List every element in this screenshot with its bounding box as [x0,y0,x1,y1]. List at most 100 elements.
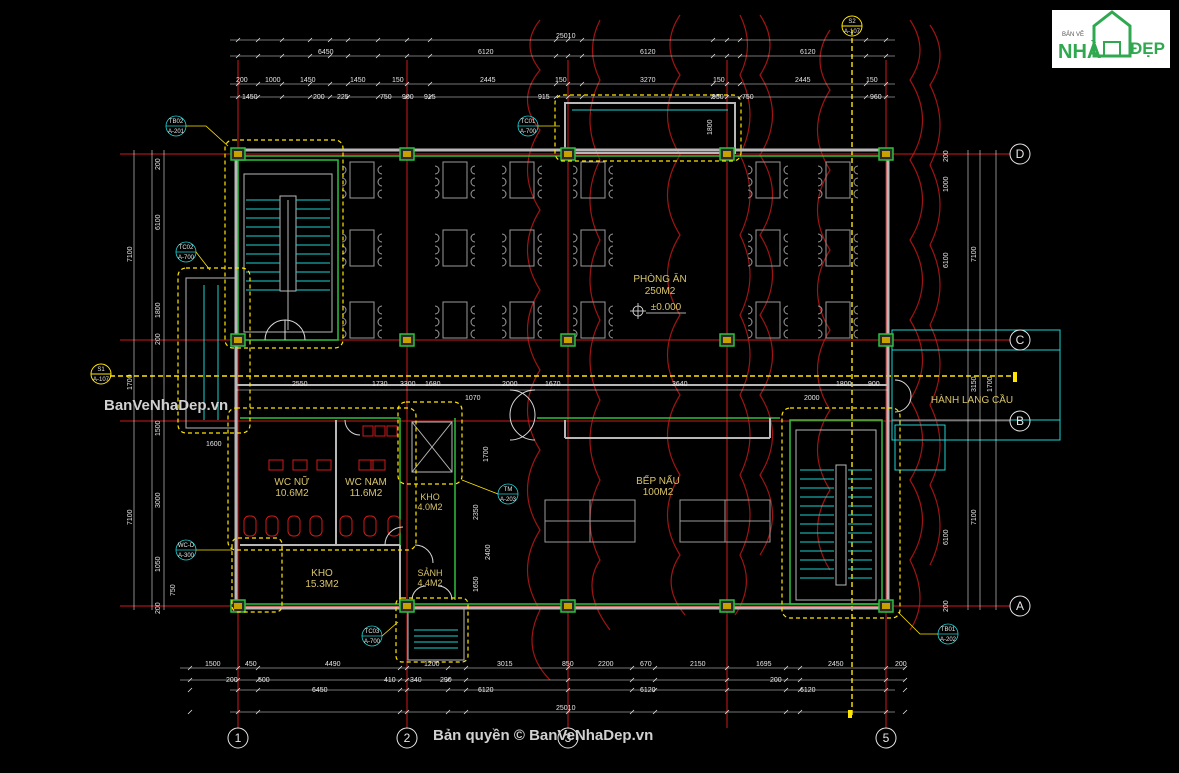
logo-top-text: BẢN VẼ [1062,31,1084,38]
elevator [411,421,453,473]
chair [608,165,614,175]
dim-tick [307,81,313,87]
column-core [564,603,572,609]
tag-tm-id: TM [504,487,513,493]
dim-tick [710,94,716,100]
chair [853,317,859,327]
dim-right-u-1: 6100 [943,252,950,268]
section-s1-id: S1 [97,367,105,373]
dim-tick [427,37,433,43]
dim-tick [652,665,658,671]
dim-tick [235,53,241,59]
dining-table [580,161,606,199]
stair-entrance [407,607,465,661]
section-s2-id: S2 [848,19,856,25]
dim-bot-d1-7: 670 [640,661,652,668]
dim-top-d1-10: 150 [866,77,878,84]
kitchen-name: BẾP NẤU [636,474,680,487]
chair [783,189,789,199]
stair-exterior-left [185,277,237,429]
chair [853,305,859,315]
chair [608,305,614,315]
dim-tick [737,81,743,87]
chair [747,177,753,187]
dim-tick [737,37,743,43]
dimension-text-middle: 2550 1730 3300 1680 2000 1670 3640 1800 … [292,381,880,402]
dim-top-d2-7: 950 [712,94,724,101]
structural-columns [230,147,894,613]
dim-bot-d1-4: 3015 [497,661,513,668]
chair [853,189,859,199]
dim-tick [397,665,403,671]
dim-tick [565,94,571,100]
lobby-name: SẢNH [417,567,442,578]
dim-bot-bay-1: 6450 [312,687,328,694]
dim-tick [883,677,889,683]
dim-tick [445,709,451,715]
dining-table [442,229,468,267]
dim-tick [397,687,403,693]
grid-bubble-labels: 1 2 3 5 D C B A [235,147,1025,745]
dining-table [755,301,781,339]
dim-tick [797,709,803,715]
level-marker-icon [630,303,686,319]
tag-wcd-id: WC-D [178,543,195,549]
dim-tick [724,94,730,100]
chair [501,317,507,327]
dimension-ticks [187,37,908,715]
dim-top-d2-8: 750 [742,94,754,101]
dimension-text-right: 1000 6100 200 7100 6100 200 7100 3150 17… [206,119,994,612]
chair [377,189,383,199]
dim-tick [327,94,333,100]
chair [572,305,578,315]
chair [470,245,476,255]
dim-left-u-1: 6100 [155,214,162,230]
dim-tick [553,53,559,59]
dining-table [825,229,851,267]
dim-tick [902,709,908,715]
doors [264,319,912,601]
dim-tick [783,709,789,715]
grid-label-3: 3 [565,731,572,745]
column-core [234,603,242,609]
dim-misc-0: 1070 [465,395,481,402]
dimension-text-bottom: 1500 450 4490 1200 3015 850 2200 670 215… [205,661,907,712]
chair [783,257,789,267]
dim-misc-4: 1650 [473,576,480,592]
toilet [243,515,257,537]
dim-tick [797,687,803,693]
dim-top-d1-2: 1450 [300,77,316,84]
dim-top-d2-4: 900 [402,94,414,101]
section-s2-ref: A-107 [844,29,861,35]
dim-top-bay-4: 6120 [800,49,816,56]
dim-mid-4: 2000 [502,381,518,388]
dim-top-d1-4: 150 [392,77,404,84]
dim-tick [445,665,451,671]
chair [501,329,507,339]
dim-tick [235,665,241,671]
dim-left-u-0: 200 [155,158,162,170]
chair [608,257,614,267]
chair [434,329,440,339]
dim-left-u-4: 1700 [127,374,134,390]
toilet [339,515,353,537]
dim-tick [724,81,730,87]
chair [608,245,614,255]
dining-table [580,301,606,339]
dim-tick [863,37,869,43]
dining-table [442,161,468,199]
chair [853,245,859,255]
dim-right-l-0: 6100 [943,529,950,545]
dim-right-l-1: 200 [943,600,950,612]
dim-bot-d1-2: 4490 [325,661,341,668]
chair [783,329,789,339]
dim-tick [404,53,410,59]
dim-tick [883,37,889,43]
column-core [403,603,411,609]
dim-tick [255,709,261,715]
dim-tick [797,677,803,683]
dim-tick [463,665,469,671]
dim-mid-6: 3640 [672,381,688,388]
dim-top-d2-3: 750 [380,94,392,101]
dim-top-d1-7: 3270 [640,77,656,84]
